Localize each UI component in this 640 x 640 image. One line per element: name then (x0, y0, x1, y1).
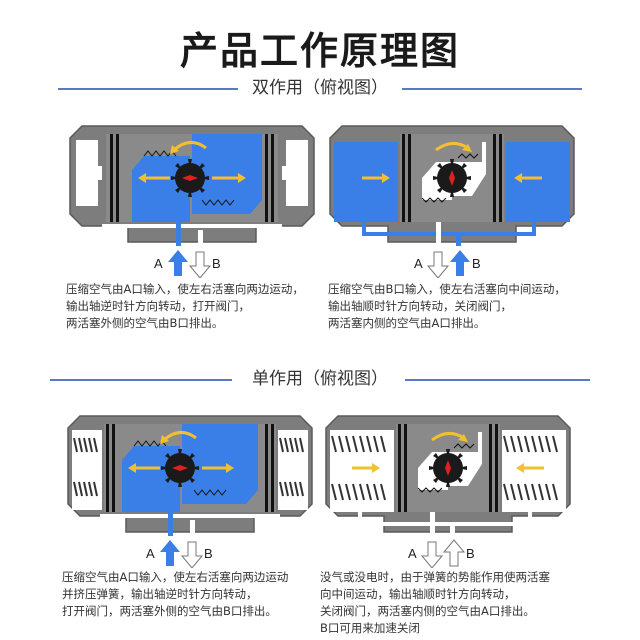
section-heading-single-acting: 单作用（俯视图） (0, 367, 640, 391)
page-title: 产品工作原理图 (179, 29, 460, 73)
heading-divider-left (50, 379, 232, 381)
diagram-double-acting-close: A B (322, 118, 582, 279)
port-b-label: B (472, 256, 481, 271)
heading-divider-right (402, 88, 582, 90)
port-a-label: A (154, 256, 163, 271)
caption-single-acting-close: 没气或没电时，由于弹簧的势能作用使两活塞 向中间运动，输出轴顺时针方向转动， 关… (320, 570, 550, 635)
port-b-label: B (466, 546, 475, 561)
caption-double-acting-close: 压缩空气由B口输入，使左右活塞向中间运动， 输出轴顺时针方向转动，关闭阀门， 两… (328, 282, 566, 330)
port-b-label: B (204, 546, 213, 561)
caption-single-acting-open: 压缩空气由A口输入，使左右活塞向两边运动 并挤压弹簧，输出轴逆时针方向转动， 打… (62, 570, 289, 618)
diagram-single-acting-close: A B (318, 408, 578, 569)
diagram-single-acting-open: A B (60, 408, 320, 569)
section-heading-label: 双作用（俯视图） (252, 78, 388, 98)
port-a-label: A (414, 256, 423, 271)
port-b-label: B (212, 256, 221, 271)
section-heading-label: 单作用（俯视图） (252, 369, 388, 389)
heading-divider-right (405, 379, 590, 381)
caption-double-acting-open: 压缩空气由A口输入，使左右活塞向两边运动， 输出轴逆时针方向转动，打开阀门， 两… (66, 282, 304, 330)
diagram-double-acting-open: A B (62, 118, 322, 279)
port-a-label: A (146, 546, 155, 561)
section-heading-double-acting: 双作用（俯视图） (0, 76, 640, 100)
port-a-label: A (408, 546, 417, 561)
heading-divider-left (58, 88, 238, 90)
